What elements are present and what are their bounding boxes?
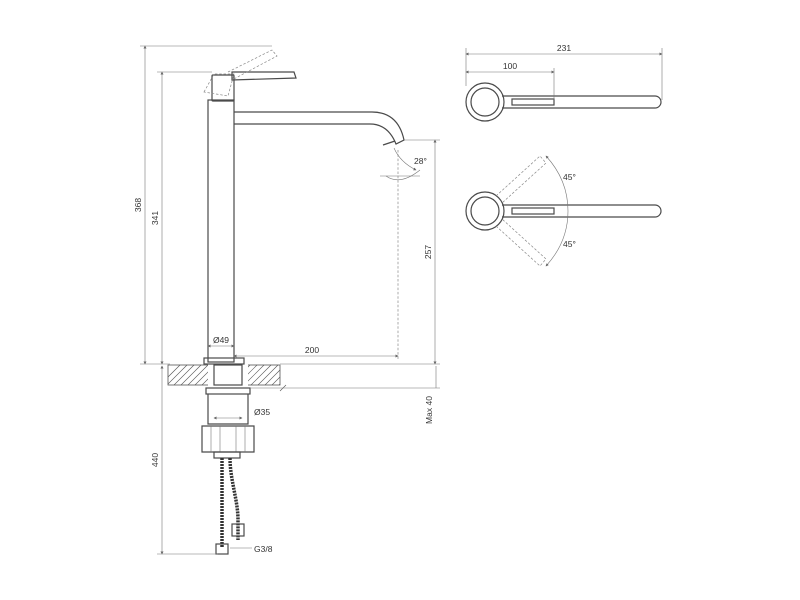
lever-angle-up-label: 45° bbox=[563, 172, 576, 182]
faucet-body bbox=[203, 49, 421, 365]
base-diameter-label: Ø49 bbox=[213, 335, 229, 345]
shank bbox=[201, 364, 255, 555]
hatch-line bbox=[173, 364, 195, 386]
hatch-line bbox=[167, 364, 181, 378]
side-dimensions bbox=[140, 45, 440, 555]
total-height-label: 368 bbox=[133, 198, 143, 212]
hatch-line bbox=[180, 364, 202, 386]
lever-angle-down-label: 45° bbox=[563, 239, 576, 249]
hose-length-label: 440 bbox=[150, 453, 160, 467]
countertop bbox=[167, 363, 287, 392]
spout-angle-label: 28° bbox=[414, 156, 427, 166]
top-view-length-label: 231 bbox=[557, 43, 571, 53]
max-counter-thickness-label: Max 40 bbox=[424, 396, 434, 424]
top-view-lever-label: 100 bbox=[503, 61, 517, 71]
top-view-rotation: 45° 45° bbox=[465, 155, 662, 267]
spout-height-label: 257 bbox=[423, 245, 433, 259]
hatch-line bbox=[167, 364, 188, 385]
hatch-line bbox=[250, 364, 272, 386]
side-view: 368 341 257 200 Ø49 Ø35 440 Max 40 G3/8 … bbox=[133, 45, 440, 555]
hatch-line bbox=[264, 369, 281, 386]
shank-diameter-label: Ø35 bbox=[254, 407, 270, 417]
hatch-line bbox=[187, 364, 209, 386]
spout-reach-label: 200 bbox=[305, 345, 319, 355]
body-height-label: 341 bbox=[150, 211, 160, 225]
top-view-straight: 231 100 bbox=[465, 43, 663, 122]
hatch-line bbox=[257, 364, 279, 386]
connection-thread-label: G3/8 bbox=[254, 544, 273, 554]
hatch-line bbox=[278, 383, 281, 386]
hatch-line bbox=[271, 376, 281, 386]
